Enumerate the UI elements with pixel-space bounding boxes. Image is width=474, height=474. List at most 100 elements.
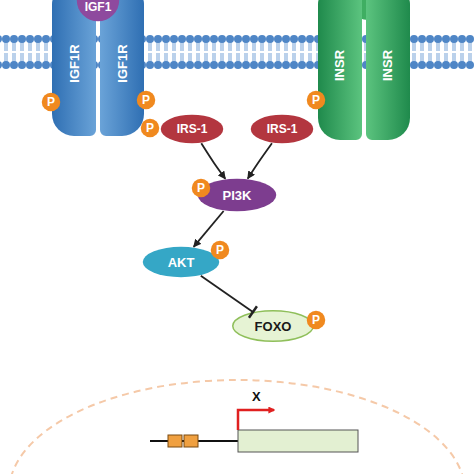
lipid-tail (12, 53, 13, 62)
lipid-tail (230, 53, 231, 62)
lipid-head (178, 61, 186, 69)
lipid-head (34, 61, 42, 69)
lipid-tail (196, 42, 197, 51)
lipid-tail (164, 42, 165, 51)
lipid-head (210, 35, 218, 43)
lipid-tail (156, 42, 157, 51)
lipid-head (146, 35, 154, 43)
lipid-tail (228, 53, 229, 62)
lipid-head (258, 61, 266, 69)
kinase-oval: PI3K (197, 178, 277, 212)
lipid-tail (276, 42, 277, 51)
lipid-tail (468, 42, 469, 51)
node-label: P (197, 181, 205, 195)
node-label: IRS-1 (267, 122, 298, 136)
lipid-tail (198, 53, 199, 62)
response-element (168, 435, 182, 447)
lipid-head (146, 61, 154, 69)
lipid-head (154, 35, 162, 43)
lipid-tail (446, 53, 447, 62)
lipid-head (26, 61, 34, 69)
lipid-tail (222, 53, 223, 62)
lipid-tail (310, 53, 311, 62)
lipid-tail (228, 42, 229, 51)
lipid-head (218, 61, 226, 69)
lipid-head (202, 35, 210, 43)
lipid-tail (204, 53, 205, 62)
lipid-tail (246, 42, 247, 51)
lipid-head (298, 35, 306, 43)
lipid-tail (182, 53, 183, 62)
phosphate-circle: P (306, 90, 326, 110)
lipid-tail (278, 42, 279, 51)
lipid-tail (6, 53, 7, 62)
lipid-tail (300, 42, 301, 51)
lipid-head (290, 35, 298, 43)
node-label: P (47, 95, 55, 109)
lipid-tail (452, 42, 453, 51)
lipid-tail (4, 53, 5, 62)
lipid-head (442, 35, 450, 43)
node-shape (42, 93, 61, 112)
lipid-head (282, 35, 290, 43)
lipid-head (418, 61, 426, 69)
lipid-tail (420, 42, 421, 51)
lipid-tail (180, 42, 181, 51)
receptor-subunit: IGF1R (100, 0, 144, 136)
lipid-tail (446, 42, 447, 51)
lipid-tail (28, 42, 29, 51)
ligand-circle: IGF1 (76, 0, 120, 22)
lipid-tail (460, 42, 461, 51)
lipid-tail (308, 53, 309, 62)
lipid-tail (310, 42, 311, 51)
lipid-head (466, 61, 474, 69)
lipid-tail (236, 53, 237, 62)
lipid-tail (44, 53, 45, 62)
lipid-tail (38, 42, 39, 51)
node-label: INSR (333, 49, 348, 80)
lipid-tail (190, 53, 191, 62)
lipid-tail (428, 42, 429, 51)
lipid-tail (284, 53, 285, 62)
lipid-tail (174, 53, 175, 62)
lipid-tail (212, 42, 213, 51)
lipid-tail (172, 53, 173, 62)
lipid-head (18, 35, 26, 43)
lipid-tail (420, 53, 421, 62)
lipid-tail (292, 42, 293, 51)
lipid-tail (214, 42, 215, 51)
lipid-head (434, 61, 442, 69)
lipid-tail (166, 53, 167, 62)
lipid-tail (462, 53, 463, 62)
lipid-tail (46, 53, 47, 62)
lipid-tail (452, 53, 453, 62)
lipid-tail (262, 53, 263, 62)
lipid-head (466, 35, 474, 43)
lipid-tail (294, 42, 295, 51)
node-shape (251, 115, 314, 144)
lipid-tail (430, 42, 431, 51)
lipid-tail (302, 53, 303, 62)
lipid-head (2, 35, 10, 43)
lipid-head (2, 61, 10, 69)
lipid-tail (6, 42, 7, 51)
lipid-head (186, 35, 194, 43)
lipid-tail (436, 42, 437, 51)
lipid-head (154, 61, 162, 69)
lipid-tail (260, 53, 261, 62)
lipid-tail (292, 53, 293, 62)
lipid-head (0, 61, 2, 69)
lipid-tail (430, 53, 431, 62)
lipid-tail (22, 53, 23, 62)
lipid-head (26, 35, 34, 43)
lipid-head (34, 35, 42, 43)
lipid-tail (20, 53, 21, 62)
inhibition-connector (201, 276, 253, 312)
node-shape (198, 179, 277, 212)
lipid-tail (188, 42, 189, 51)
lipid-head (458, 35, 466, 43)
lipid-head (202, 61, 210, 69)
lipid-tail (28, 53, 29, 62)
lipid-tail (238, 42, 239, 51)
lipid-tail (412, 42, 413, 51)
